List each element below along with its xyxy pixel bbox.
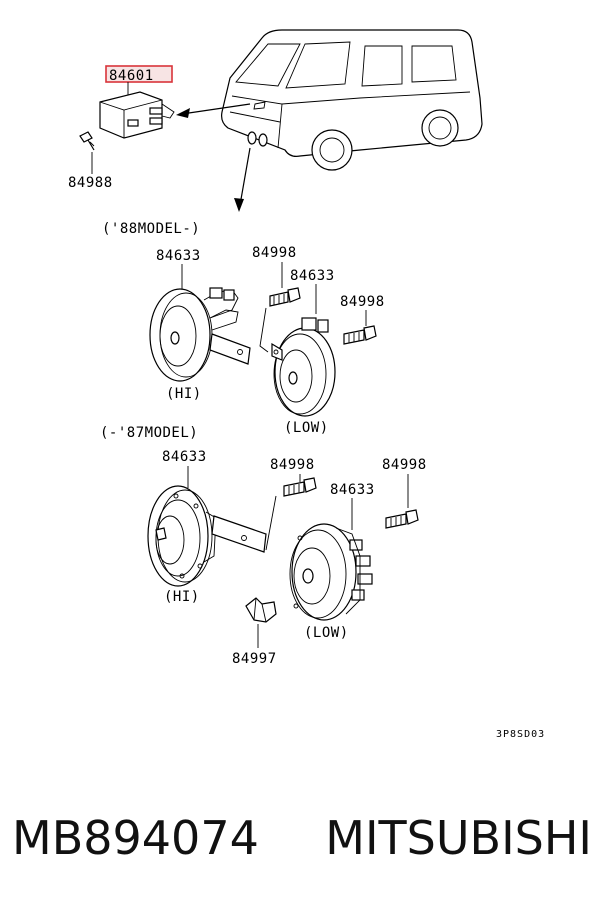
horn-hi-88-tag: (HI) — [166, 386, 202, 402]
horn-hi-87[interactable] — [147, 485, 267, 587]
horn-low-88[interactable] — [271, 317, 336, 417]
bolt-d-part-label[interactable]: 84998 — [382, 457, 427, 473]
footer-brand: MITSUBISHI — [325, 811, 592, 865]
bolt-b[interactable] — [343, 325, 377, 345]
horn-d-part-label[interactable]: 84633 — [330, 482, 375, 498]
horn-b-part-label[interactable]: 84633 — [290, 268, 335, 284]
footer-part-number: MB894074 — [12, 811, 259, 865]
section-87-model-label: (-'87MODEL) — [100, 425, 198, 441]
pointer-arrows — [176, 103, 251, 212]
horn-low-87[interactable] — [289, 523, 373, 621]
bolt-c[interactable] — [283, 477, 317, 497]
relay-component[interactable] — [99, 91, 175, 139]
horn-a-part-label[interactable]: 84633 — [156, 248, 201, 264]
bolt-c-part-label[interactable]: 84998 — [270, 457, 315, 473]
bolt-a[interactable] — [269, 287, 301, 307]
bolt-a-part-label[interactable]: 84998 — [252, 245, 297, 261]
footer-caption: MB894074 MITSUBISHI — [12, 808, 592, 868]
relay-screw[interactable] — [79, 131, 95, 151]
bolt-d[interactable] — [385, 509, 419, 529]
section-88-model-label: ('88MODEL-) — [102, 221, 200, 237]
horn-hi-88[interactable] — [149, 287, 251, 382]
relay-part-label[interactable]: 84601 — [109, 68, 154, 84]
van-illustration — [221, 29, 483, 171]
bolt-b-part-label[interactable]: 84998 — [340, 294, 385, 310]
exploded-parts-diagram: 84601 84988 ('88MODEL-) 84633 (HI) 84998 — [68, 29, 545, 740]
clip[interactable] — [245, 597, 277, 623]
relay-highlight-box — [105, 65, 173, 83]
relay-screw-part-label[interactable]: 84988 — [68, 175, 113, 191]
clip-part-label[interactable]: 84997 — [232, 651, 277, 667]
horn-hi-87-tag: (HI) — [164, 589, 200, 605]
horn-c-part-label[interactable]: 84633 — [162, 449, 207, 465]
diagram-code: 3P8SD03 — [496, 729, 545, 740]
horn-low-88-tag: (LOW) — [284, 420, 329, 436]
horn-low-87-tag: (LOW) — [304, 625, 349, 641]
